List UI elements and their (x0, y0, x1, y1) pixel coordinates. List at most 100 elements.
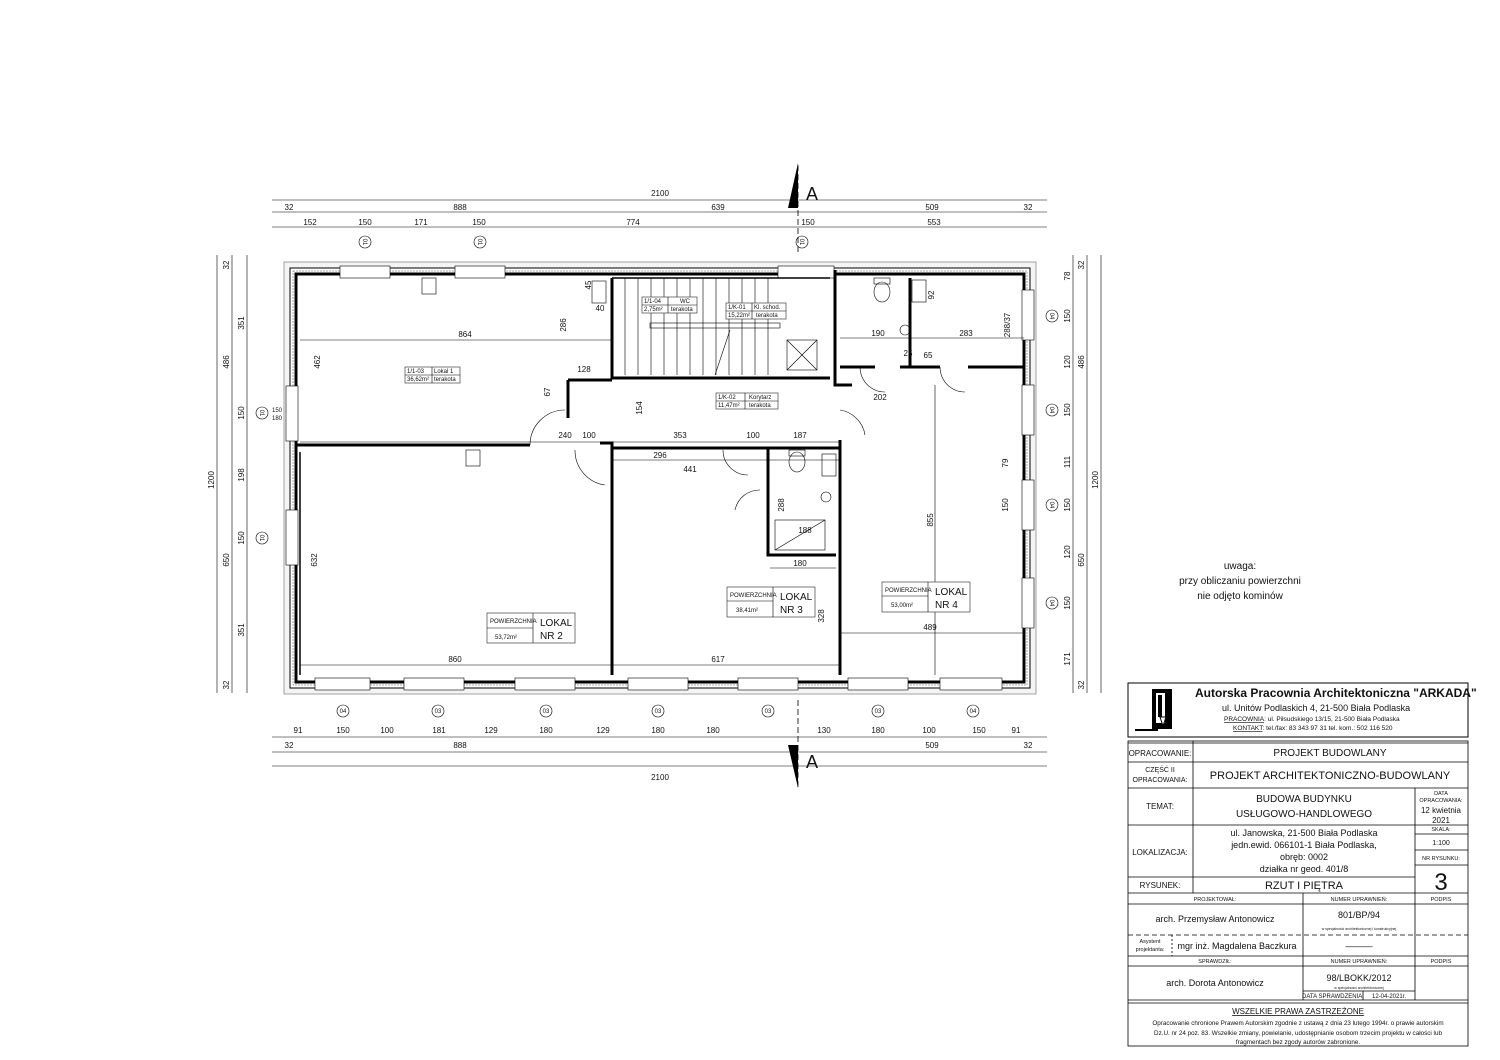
svg-text:PODPIS: PODPIS (1431, 959, 1452, 965)
interior-dimensions (300, 337, 1024, 675)
window-size: 180 (272, 416, 283, 422)
dim-text: 650 (222, 553, 231, 567)
svg-text:OPRACOWANIE:: OPRACOWANIE: (1129, 749, 1192, 758)
dim-text: 180 (651, 726, 665, 735)
arkada-logo (1135, 689, 1172, 731)
dim-text: 180 (793, 559, 807, 568)
window-tag: 01 (258, 535, 264, 542)
dim-text: 40 (596, 304, 605, 313)
svg-text:1/K-02: 1/K-02 (718, 395, 736, 401)
dim-text: 180 (539, 726, 553, 735)
staircase (624, 278, 818, 376)
svg-text:NUMER UPRAWNIEŃ:: NUMER UPRAWNIEŃ: (1331, 896, 1388, 903)
svg-text:przy obliczaniu powierzchni: przy obliczaniu powierzchni (1179, 576, 1301, 587)
dim-text: 100 (922, 726, 936, 735)
svg-text:NR 4: NR 4 (935, 600, 958, 611)
window-tag: 03 (435, 709, 442, 715)
dim-text: 180 (706, 726, 720, 735)
dim-text: 150 (336, 726, 350, 735)
svg-text:mgr inż. Magdalena Baczkura: mgr inż. Magdalena Baczkura (1177, 941, 1296, 951)
window-tag: 04 (1048, 502, 1054, 509)
window-tag: 01 (476, 239, 482, 246)
dim-text: 150 (1063, 403, 1072, 417)
svg-text:1/K-01: 1/K-01 (728, 305, 746, 311)
svg-text:Lokal 1: Lokal 1 (434, 369, 454, 375)
dim-overall-bottom: 2100 (651, 773, 669, 782)
dim-text: 32 (222, 680, 231, 689)
section-marker-top: A (788, 163, 818, 255)
svg-text:LOKAL: LOKAL (540, 618, 573, 629)
dim-text: 180 (871, 726, 885, 735)
dim-text: 78 (1063, 271, 1072, 280)
dim-text: 150 (1063, 498, 1072, 512)
window-size: 150 (272, 408, 283, 414)
dim-text: 91 (1012, 726, 1021, 735)
dim-text: 639 (711, 203, 725, 212)
svg-text:38,41m²: 38,41m² (736, 608, 758, 614)
interior-walls (296, 270, 1024, 675)
svg-text:LOKAL: LOKAL (780, 592, 813, 603)
dim-text: 181 (432, 726, 446, 735)
svg-text:A: A (806, 752, 818, 772)
svg-text:801/BP/94: 801/BP/94 (1338, 910, 1380, 920)
dim-overall-top: 2100 (651, 189, 669, 198)
area-note: uwaga: przy obliczaniu powierzchni nie o… (1179, 561, 1301, 602)
dim-text: 864 (458, 330, 472, 339)
contact: : tel./fax: 83 343 97 31 tel. kom.: 502 … (1263, 725, 1393, 732)
dim-text: 100 (380, 726, 394, 735)
svg-text:fragmentach bez zgody autorów: fragmentach bez zgody autorów zabronione… (1236, 1039, 1361, 1046)
svg-text:53,00m²: 53,00m² (891, 603, 913, 609)
svg-text:POWIERZCHNIA: POWIERZCHNIA (730, 593, 777, 599)
dim-text: 650 (1077, 553, 1086, 567)
dim-text: 888 (453, 741, 467, 750)
fixtures (421, 277, 927, 551)
room-tag-lokal-1: 1/1-03 Lokal 1 36,62m² terakota (404, 366, 461, 384)
svg-text:nie odjęto kominów: nie odjęto kominów (1197, 591, 1283, 602)
window-tag: 04 (1048, 600, 1054, 607)
dim-text: 150 (1063, 596, 1072, 610)
dim-text: 888 (453, 203, 467, 212)
dim-text: 32 (285, 741, 294, 750)
dim-text: 100 (746, 431, 760, 440)
dim-text: 65 (924, 351, 933, 360)
window-tag: 01 (258, 410, 264, 417)
dim-text: 32 (1024, 741, 1033, 750)
svg-text:1/1-03: 1/1-03 (407, 369, 425, 375)
svg-text:53,72m²: 53,72m² (495, 635, 517, 641)
dim-text: 45 (584, 280, 593, 289)
dim-text: 286 (559, 318, 568, 332)
svg-text:Opracowanie chronione Prawem A: Opracowanie chronione Prawem Autorskim z… (1152, 1020, 1443, 1027)
svg-text:jedn.ewid. 066101-1 Biała Podl: jedn.ewid. 066101-1 Biała Podlaska, (1230, 840, 1377, 850)
dim-text: 32 (1024, 203, 1033, 212)
dim-text: 150 (801, 218, 815, 227)
svg-text:POWIERZCHNIA: POWIERZCHNIA (490, 619, 537, 625)
dimension-lines (216, 199, 1102, 767)
dim-text: 489 (923, 623, 937, 632)
svg-text:LOKALIZACJA:: LOKALIZACJA: (1132, 848, 1188, 857)
studio-label: PRACOWNIA (1224, 716, 1265, 723)
svg-text:15,22m²: 15,22m² (728, 313, 750, 319)
dim-text: 150 (237, 531, 246, 545)
svg-text:PROJEKT BUDOWLANY: PROJEKT BUDOWLANY (1273, 748, 1386, 759)
svg-text:———: ——— (1346, 941, 1373, 951)
dim-text: 154 (635, 401, 644, 415)
dim-text: 79 (1001, 458, 1010, 467)
svg-text:BUDOWA BUDYNKU: BUDOWA BUDYNKU (1256, 794, 1352, 805)
dim-text: 25 (904, 349, 913, 358)
dim-text: 91 (294, 726, 303, 735)
dim-text: 351 (237, 623, 246, 637)
svg-text:12 kwietnia: 12 kwietnia (1421, 806, 1462, 815)
svg-text:arch. Dorota Antonowicz: arch. Dorota Antonowicz (1166, 978, 1264, 988)
window-tag: 03 (765, 709, 772, 715)
door-swings (529, 366, 966, 511)
svg-text:A: A (806, 184, 818, 204)
window-tag: 03 (655, 709, 662, 715)
svg-text:DATA: DATA (1434, 791, 1448, 797)
svg-text:OPRACOWANIA:: OPRACOWANIA: (1133, 777, 1188, 784)
dim-text: 1200 (1091, 471, 1100, 489)
window-tag: 01 (361, 239, 367, 246)
svg-text:SKALA:: SKALA: (1431, 827, 1451, 833)
dim-text: 509 (925, 741, 939, 750)
dim-text: 120 (1063, 545, 1072, 559)
